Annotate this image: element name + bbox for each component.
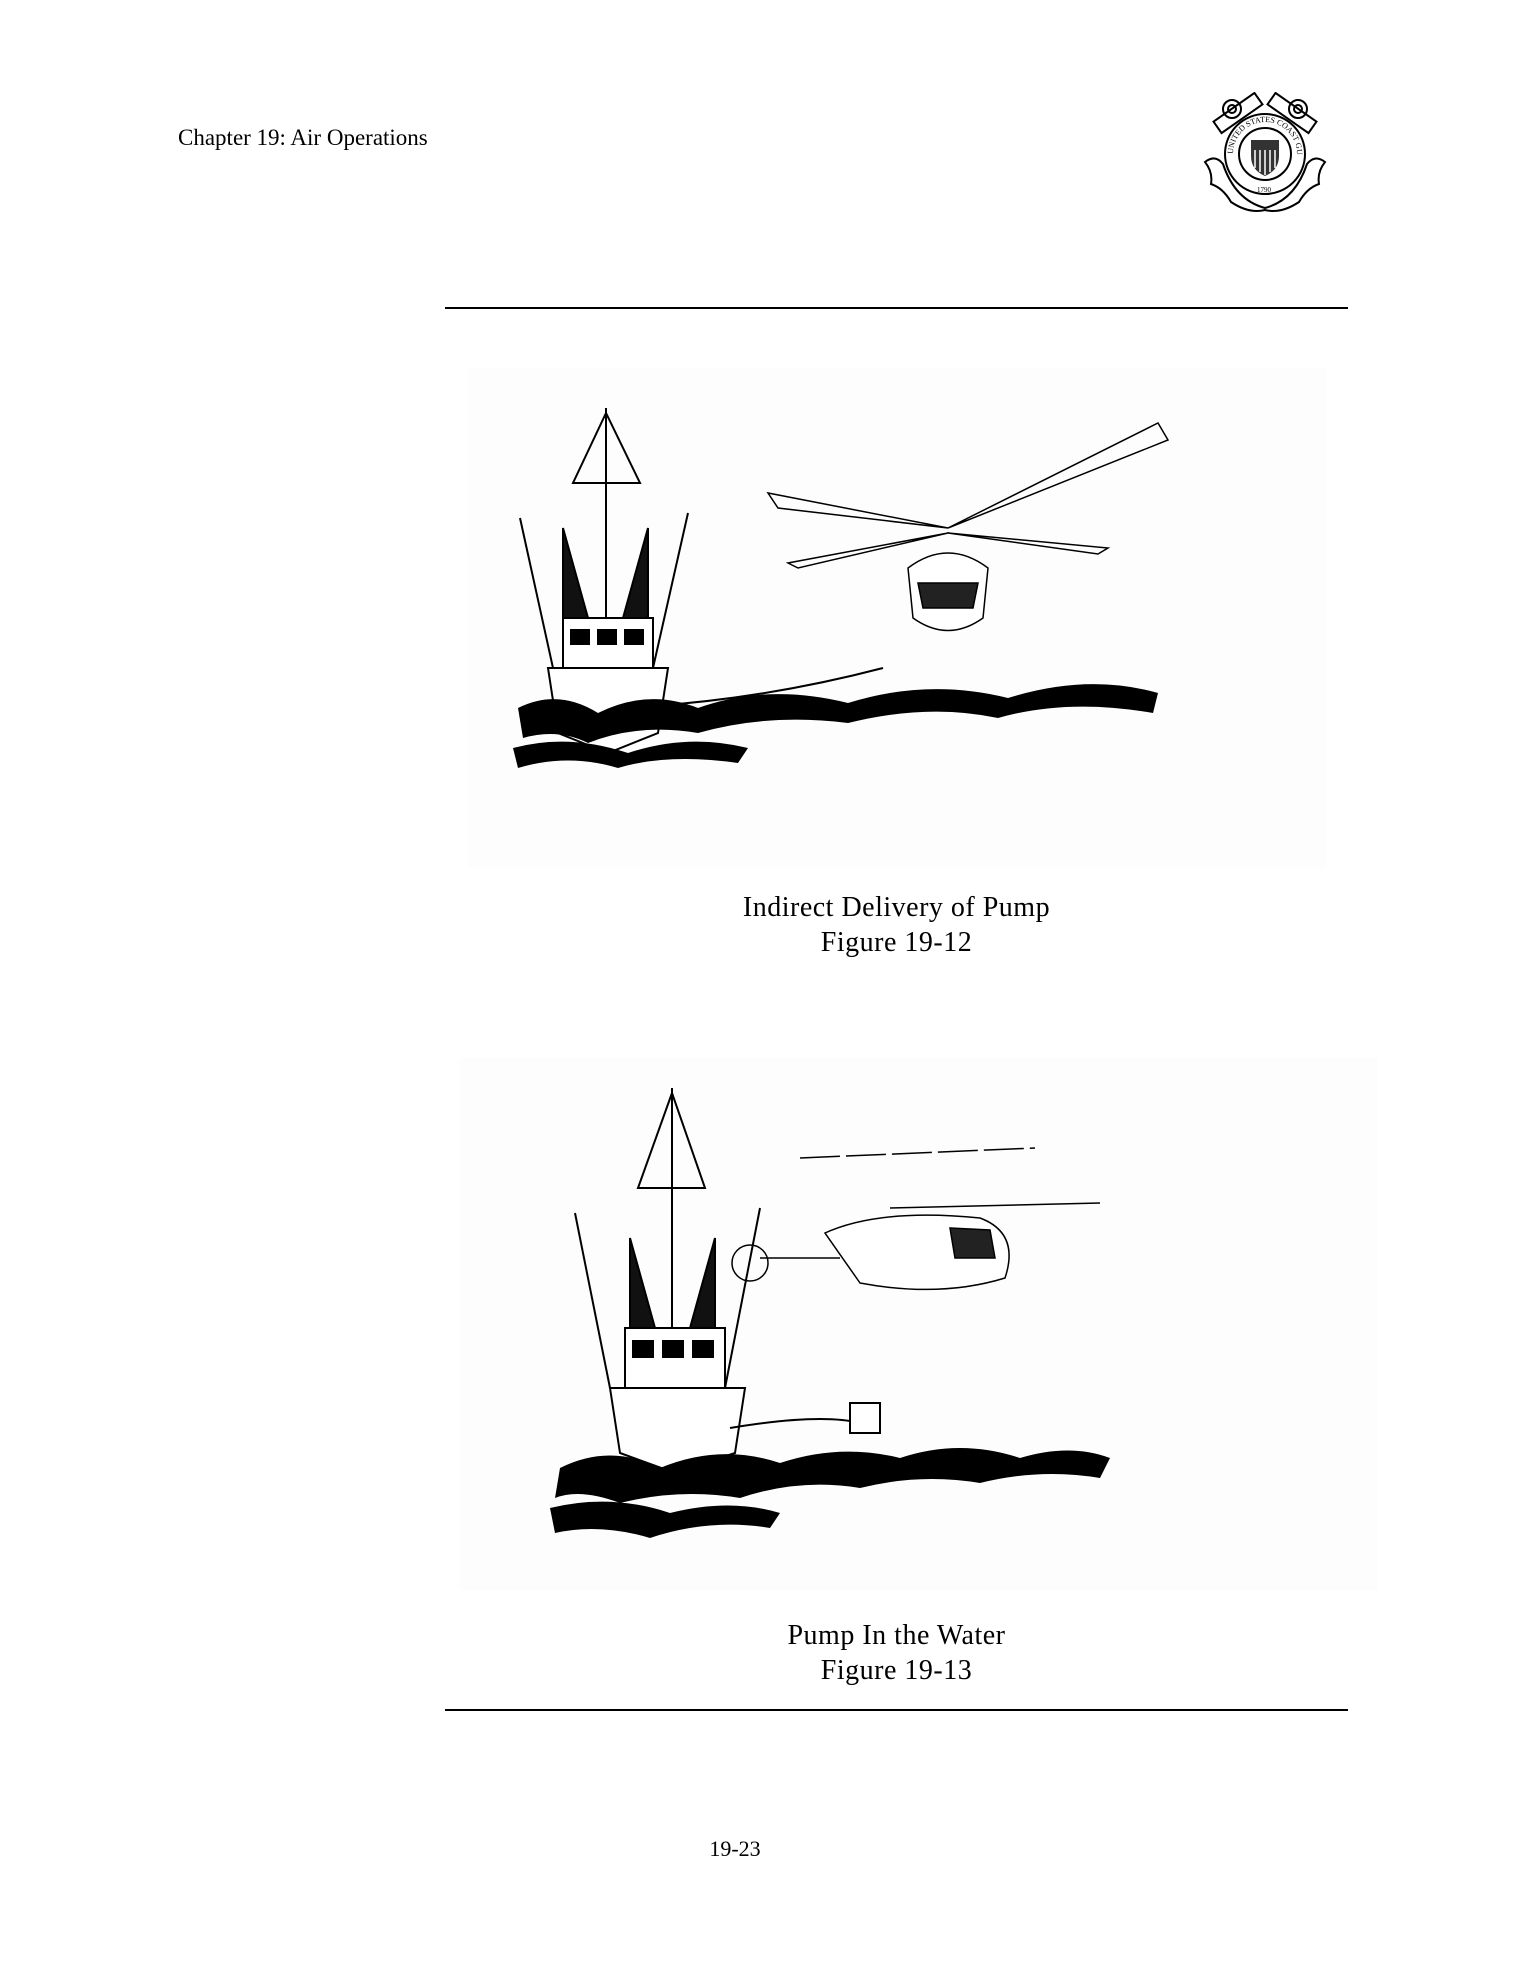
page-number: 19-23 [709,1836,761,1861]
chapter-header: Chapter 19: Air Operations [178,125,428,150]
figure-19-12-number: Figure 19-12 [820,927,973,958]
svg-text:1790: 1790 [1257,186,1272,194]
waves [513,684,1158,768]
waves [550,1448,1110,1538]
helicopter [731,1147,1101,1291]
figure-19-12-illustration [468,368,1326,868]
helicopter [766,422,1170,632]
figure-19-12-title: Indirect Delivery of Pump [742,892,1051,923]
bottom-rule [445,1709,1348,1711]
figure-19-13-title: Pump In the Water [787,1620,1006,1651]
coast-guard-emblem-icon: UNITED STATES COAST GUARD 1790 [1195,92,1327,212]
fishing-vessel [574,1088,881,1475]
top-rule [445,307,1348,309]
figure-19-13-number: Figure 19-13 [820,1655,973,1686]
figure-19-13-illustration [460,1058,1378,1590]
